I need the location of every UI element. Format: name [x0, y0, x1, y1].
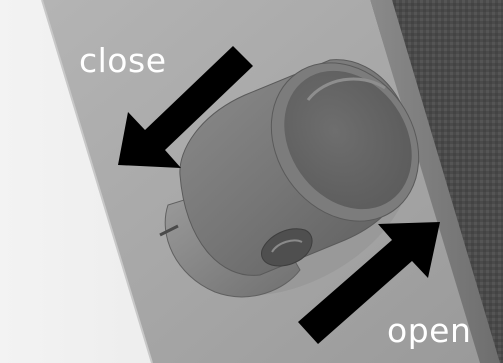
open-label: open — [387, 314, 471, 347]
close-label: close — [79, 44, 167, 77]
